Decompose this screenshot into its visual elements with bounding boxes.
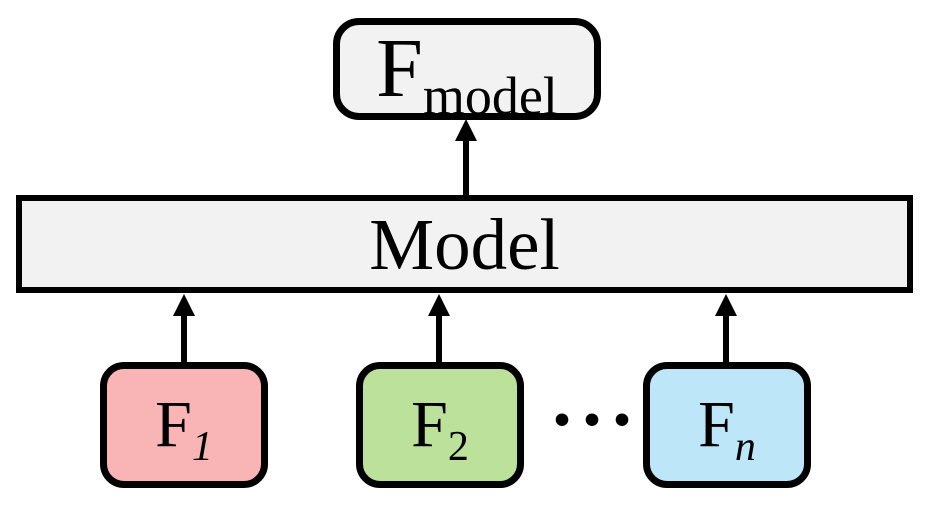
output-node-label-sub: model <box>422 66 558 126</box>
arrow-head <box>455 119 477 141</box>
input-node-f1-label-sub: 1 <box>191 424 213 470</box>
arrow-shaft <box>181 316 187 363</box>
arrow-head <box>428 294 450 316</box>
model-node-label: Model <box>369 203 560 285</box>
arrow-head <box>173 294 195 316</box>
output-node-label-main: F <box>376 22 423 115</box>
arrow-up-icon <box>427 294 451 363</box>
input-node-f2-label-sub: 2 <box>447 424 469 470</box>
arrow-up-icon <box>454 119 478 196</box>
arrow-shaft <box>463 141 469 196</box>
ellipsis-dots: ••• <box>550 401 641 442</box>
model-node: Model <box>16 195 913 293</box>
arrow-up-icon <box>172 294 196 363</box>
arrow-up-icon <box>714 294 738 363</box>
input-node-f2-label-main: F <box>411 388 448 461</box>
arrow-shaft <box>723 316 729 363</box>
arrow-shaft <box>436 316 442 363</box>
input-node-fn-label-sub: n <box>734 424 756 470</box>
arrow-head <box>715 294 737 316</box>
input-node-fn-label-main: F <box>698 388 735 461</box>
input-node-f1-label-main: F <box>155 388 192 461</box>
